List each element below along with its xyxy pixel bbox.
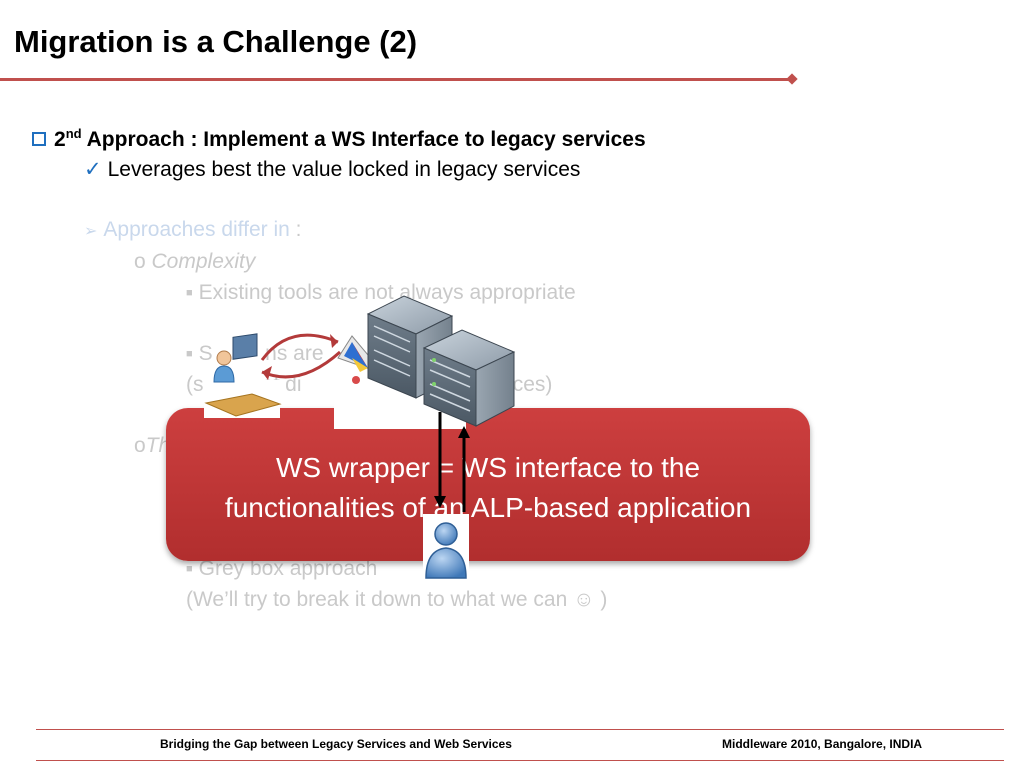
bullet-complexity: o Complexity	[134, 250, 255, 274]
o-t-text: Th	[145, 434, 171, 457]
bullet-leverages: ✓Leverages best the value locked in lega…	[84, 157, 580, 182]
callout-line-1: WS wrapper = WS interface to the	[275, 452, 701, 483]
footer-rule-bottom	[36, 760, 1004, 761]
callout-line-2: functionalities of an ALP-based applicat…	[224, 492, 752, 523]
server-cluster-icon	[366, 295, 516, 427]
approach-text: Approach : Implement a WS Interface to l…	[81, 128, 646, 151]
bullet-break-down: (We’ll try to break it down to what we c…	[186, 588, 607, 612]
slide-title: Migration is a Challenge (2)	[14, 24, 418, 59]
footer-left-text: Bridging the Gap between Legacy Services…	[160, 737, 512, 751]
ws-wrapper-callout: WS wrapper = WS interface to the functio…	[166, 408, 810, 561]
bullet-existing-tools: ■ Existing tools are not always appropria…	[186, 281, 576, 305]
call-arrows-icon	[434, 412, 470, 512]
bullet-approaches-differ: ➢ Approaches differ in :	[84, 218, 301, 242]
checkmark-icon: ✓	[84, 158, 102, 181]
footer-rule-top	[36, 729, 1004, 730]
square-bullet-icon: ■	[186, 563, 193, 575]
square-bullet-icon: ■	[186, 287, 193, 299]
bullet-approach: 2nd Approach : Implement a WS Interface …	[32, 126, 646, 152]
request-arrows-icon	[260, 333, 342, 380]
existing-tools-text: Existing tools are not always appropriat…	[198, 281, 576, 304]
circle-bullet-icon: o	[134, 250, 152, 273]
break-down-text: (We’ll try to break it down to what we c…	[186, 588, 608, 611]
bullet-grey-box: ■ Grey box approach	[186, 557, 377, 581]
bullet-s-line: ■ S ns are	[186, 342, 324, 366]
checkbox-bullet-icon	[32, 132, 46, 146]
approaches-colon: :	[289, 218, 302, 241]
client-user-icon	[423, 514, 469, 580]
approach-number: 2	[54, 128, 66, 151]
footer-right-text: Middleware 2010, Bangalore, INDIA	[722, 737, 923, 751]
approach-ordinal: nd	[65, 126, 82, 141]
s-line-text: S ns are	[198, 342, 324, 365]
complexity-text: Complexity	[151, 250, 256, 273]
user-at-desk-icon	[204, 333, 282, 418]
approaches-differ-text: Approaches differ in	[103, 218, 290, 241]
square-bullet-icon: ■	[186, 348, 193, 360]
grey-box-text: Grey box approach	[198, 557, 378, 580]
bullet-o-t: oTh	[134, 434, 170, 458]
title-rule	[0, 78, 792, 81]
circle-bullet-icon: o	[134, 434, 146, 457]
leverages-text: Leverages best the value locked in legac…	[107, 158, 581, 181]
arrow-bullet-icon: ➢	[84, 223, 98, 240]
